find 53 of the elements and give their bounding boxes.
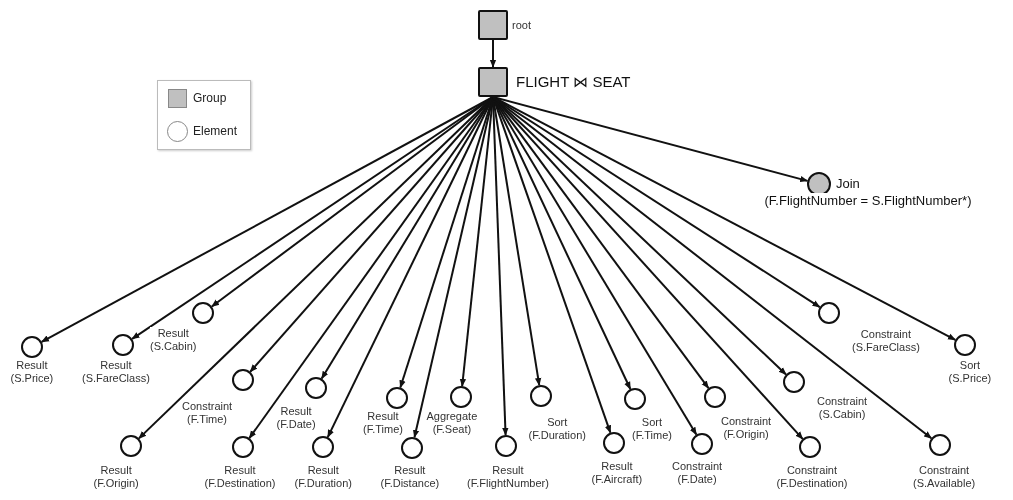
node-label: Result (F.Origin)	[93, 464, 139, 490]
node-label: Result (F.Distance)	[380, 464, 440, 490]
element-circle	[818, 302, 840, 324]
element-circle	[21, 336, 43, 358]
element-circle	[530, 385, 552, 407]
node-label: Result (S.FareClass)	[82, 359, 150, 385]
element-circle	[386, 387, 408, 409]
element-circle	[624, 388, 646, 410]
node-label: Constraint (F.Date)	[672, 460, 723, 486]
element-circle	[929, 434, 951, 456]
arrow	[131, 96, 494, 340]
element-circle	[401, 437, 423, 459]
node-label: Result (F.Destination)	[204, 464, 276, 490]
node-label: Constraint (F.Origin)	[721, 415, 772, 441]
element-circle	[799, 436, 821, 458]
legend-label: Group	[193, 91, 227, 105]
element-circle	[495, 435, 517, 457]
group-square	[478, 67, 508, 97]
arrow	[489, 39, 497, 68]
element-circle	[783, 371, 805, 393]
node-label: Result (F.Time)	[363, 410, 403, 436]
element-circle	[232, 436, 254, 458]
element-circle	[954, 334, 976, 356]
node-label: Result (F.Aircraft)	[591, 460, 643, 486]
group-square	[478, 10, 508, 40]
node-label: Result (S.Cabin)	[150, 327, 197, 353]
node-label: Result (F.Duration)	[294, 464, 352, 490]
node-label: Constraint (F.Destination)	[776, 464, 848, 490]
node-label: Sort (F.Duration)	[528, 416, 586, 442]
node-label: root	[512, 18, 531, 32]
node-label: (F.FlightNumber = S.FlightNumber*)	[764, 193, 972, 209]
node-label: Result (F.FlightNumber)	[467, 464, 549, 490]
group-circle	[807, 172, 831, 196]
node-label: Constraint (S.Cabin)	[817, 395, 868, 421]
element-circle	[232, 369, 254, 391]
element-circle	[691, 433, 713, 455]
node-label: Result (S.Price)	[10, 359, 54, 385]
element-circle	[704, 386, 726, 408]
node-label: Sort (F.Time)	[632, 416, 672, 442]
element-circle	[450, 386, 472, 408]
element-circle	[192, 302, 214, 324]
node-label: Constraint (S.FareClass)	[852, 328, 920, 354]
node-label: Constraint (S.Available)	[913, 464, 976, 490]
node-label: Result (F.Date)	[276, 405, 316, 431]
element-circle	[305, 377, 327, 399]
node-label: Constraint (F.Time)	[182, 400, 233, 426]
element-circle	[120, 435, 142, 457]
element-circle	[112, 334, 134, 356]
element-circle	[312, 436, 334, 458]
node-label: Sort (S.Price)	[948, 359, 992, 385]
legend-label: Element	[193, 124, 238, 138]
node-label: Aggregate (F.Seat)	[426, 410, 478, 436]
element-circle	[603, 432, 625, 454]
